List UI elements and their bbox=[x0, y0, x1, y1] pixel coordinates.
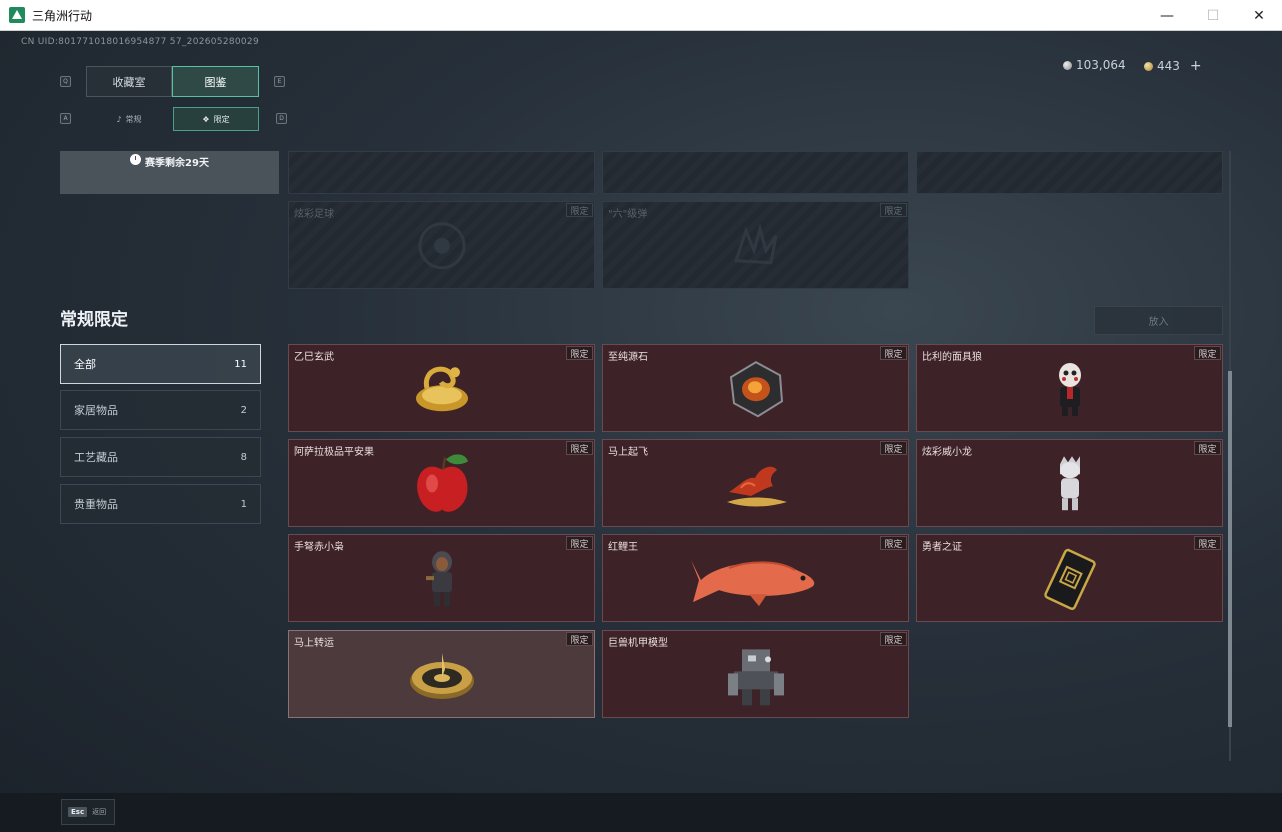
limited-tag: 限定 bbox=[566, 536, 593, 550]
subtab-limited[interactable]: ❖ 限定 bbox=[173, 107, 259, 131]
item-card[interactable]: 手弩赤小枭 限定 bbox=[288, 534, 595, 622]
hero-card-icon bbox=[1038, 547, 1102, 615]
bottom-bar bbox=[0, 793, 1282, 832]
section-title: 常规限定 bbox=[60, 310, 128, 330]
limited-tag: 限定 bbox=[880, 346, 907, 360]
limited-tag: 限定 bbox=[566, 441, 593, 455]
put-in-button[interactable]: 放入 bbox=[1094, 306, 1223, 335]
silver-coin-icon bbox=[1063, 60, 1072, 70]
gold-currency: 443 + bbox=[1144, 58, 1202, 74]
item-card[interactable]: 马上起飞 限定 bbox=[602, 439, 909, 527]
game-viewport: CN UID:801771018016954877 57_20260528002… bbox=[0, 31, 1282, 832]
key-hint-next-subtab: D bbox=[276, 113, 287, 124]
limited-tag: 限定 bbox=[566, 203, 593, 217]
window-controls: — ☐ ✕ bbox=[1144, 0, 1282, 31]
locked-item-card[interactable]: "六"级弹 限定 bbox=[602, 201, 909, 289]
back-button[interactable]: Esc 返回 bbox=[61, 799, 115, 825]
subtab-regular[interactable]: ♪ 常规 bbox=[116, 114, 142, 124]
window-titlebar: 三角洲行动 — ☐ ✕ bbox=[0, 0, 1282, 31]
music-note-icon: ♪ bbox=[116, 114, 122, 124]
add-currency-button[interactable]: + bbox=[1189, 58, 1202, 74]
item-card[interactable]: 红鲤王 限定 bbox=[602, 534, 909, 622]
item-name: 马上转运 bbox=[294, 638, 334, 649]
red-apple-icon bbox=[412, 452, 472, 522]
item-name: 比利的面具狼 bbox=[922, 352, 982, 363]
limited-tag: 限定 bbox=[880, 632, 907, 646]
red-horse-icon bbox=[721, 456, 791, 516]
locked-item-card[interactable] bbox=[916, 151, 1223, 194]
locked-item-card[interactable]: 炫彩足球 限定 bbox=[288, 201, 595, 289]
app-logo-icon bbox=[9, 7, 25, 23]
gold-wheel-icon bbox=[407, 647, 477, 707]
esc-key-icon: Esc bbox=[68, 807, 88, 817]
tab-catalog[interactable]: 图鉴 bbox=[172, 66, 259, 97]
item-card[interactable]: 炫彩威小龙 限定 bbox=[916, 439, 1223, 527]
silver-amount: 103,064 bbox=[1076, 58, 1126, 72]
item-card[interactable]: 至纯源石 限定 bbox=[602, 344, 909, 432]
user-uid: CN UID:801771018016954877 57_20260528002… bbox=[21, 37, 259, 47]
gold-amount: 443 bbox=[1157, 59, 1180, 73]
item-card[interactable]: 比利的面具狼 限定 bbox=[916, 344, 1223, 432]
season-remaining-banner: 赛季剩余29天 bbox=[60, 151, 279, 194]
item-name: 巨兽机甲模型 bbox=[608, 638, 668, 649]
limited-tag: 限定 bbox=[880, 441, 907, 455]
limited-tag: 限定 bbox=[1194, 536, 1221, 550]
key-hint-next-tab: E bbox=[274, 76, 285, 87]
locked-item-card[interactable] bbox=[602, 151, 909, 194]
category-all[interactable]: 全部 11 bbox=[60, 344, 261, 384]
item-name: 手弩赤小枭 bbox=[294, 542, 344, 553]
minimize-button[interactable]: — bbox=[1160, 7, 1174, 24]
item-name: 阿萨拉极品平安果 bbox=[294, 447, 374, 458]
item-name: 勇者之证 bbox=[922, 542, 962, 553]
item-name: 红鲤王 bbox=[608, 542, 638, 553]
limited-crest-icon: ❖ bbox=[202, 114, 210, 124]
locked-item-card[interactable] bbox=[288, 151, 595, 194]
item-card[interactable]: 阿萨拉极品平安果 限定 bbox=[288, 439, 595, 527]
billy-mask-figure-icon bbox=[1050, 361, 1090, 421]
limited-tag: 限定 bbox=[880, 536, 907, 550]
soccer-ball-silhouette-icon bbox=[417, 221, 467, 275]
limited-tag: 限定 bbox=[880, 203, 907, 217]
limited-tag: 限定 bbox=[1194, 441, 1221, 455]
crossbow-owl-figure-icon bbox=[424, 550, 460, 612]
limited-tag: 限定 bbox=[566, 632, 593, 646]
category-craft-collectibles[interactable]: 工艺藏品 8 bbox=[60, 437, 261, 477]
item-card[interactable]: 乙巳玄武 限定 bbox=[288, 344, 595, 432]
source-stone-icon bbox=[726, 359, 786, 423]
tab-collection-room[interactable]: 收藏室 bbox=[86, 66, 172, 97]
mecha-model-icon bbox=[724, 643, 788, 711]
item-name: 炫彩威小龙 bbox=[922, 447, 972, 458]
limited-tag: 限定 bbox=[566, 346, 593, 360]
maximize-button[interactable]: ☐ bbox=[1206, 7, 1220, 24]
item-name: 马上起飞 bbox=[608, 447, 648, 458]
clock-icon bbox=[130, 154, 142, 165]
item-name: 乙巳玄武 bbox=[294, 352, 334, 363]
item-card[interactable]: 勇者之证 限定 bbox=[916, 534, 1223, 622]
window-title: 三角洲行动 bbox=[32, 8, 93, 23]
item-card[interactable]: 马上转运 限定 bbox=[288, 630, 595, 718]
gold-coin-icon bbox=[1144, 61, 1153, 71]
category-valuables[interactable]: 贵重物品 1 bbox=[60, 484, 261, 524]
golden-turtle-icon bbox=[407, 358, 477, 424]
close-button[interactable]: ✕ bbox=[1253, 7, 1265, 24]
category-home-items[interactable]: 家居物品 2 bbox=[60, 390, 261, 430]
item-name: 至纯源石 bbox=[608, 352, 648, 363]
hand-silhouette-icon bbox=[726, 221, 786, 275]
key-hint-prev-subtab: A bbox=[60, 113, 71, 124]
key-hint-prev-tab: Q bbox=[60, 76, 71, 87]
silver-currency: 103,064 bbox=[1063, 58, 1126, 72]
red-carp-icon bbox=[689, 550, 823, 612]
limited-tag: 限定 bbox=[1194, 346, 1221, 360]
item-name: 炫彩足球 bbox=[294, 209, 334, 220]
item-name: "六"级弹 bbox=[608, 209, 648, 220]
silver-dragon-figure-icon bbox=[1052, 454, 1088, 518]
grid-scrollbar-thumb[interactable] bbox=[1228, 371, 1232, 727]
item-card[interactable]: 巨兽机甲模型 限定 bbox=[602, 630, 909, 718]
